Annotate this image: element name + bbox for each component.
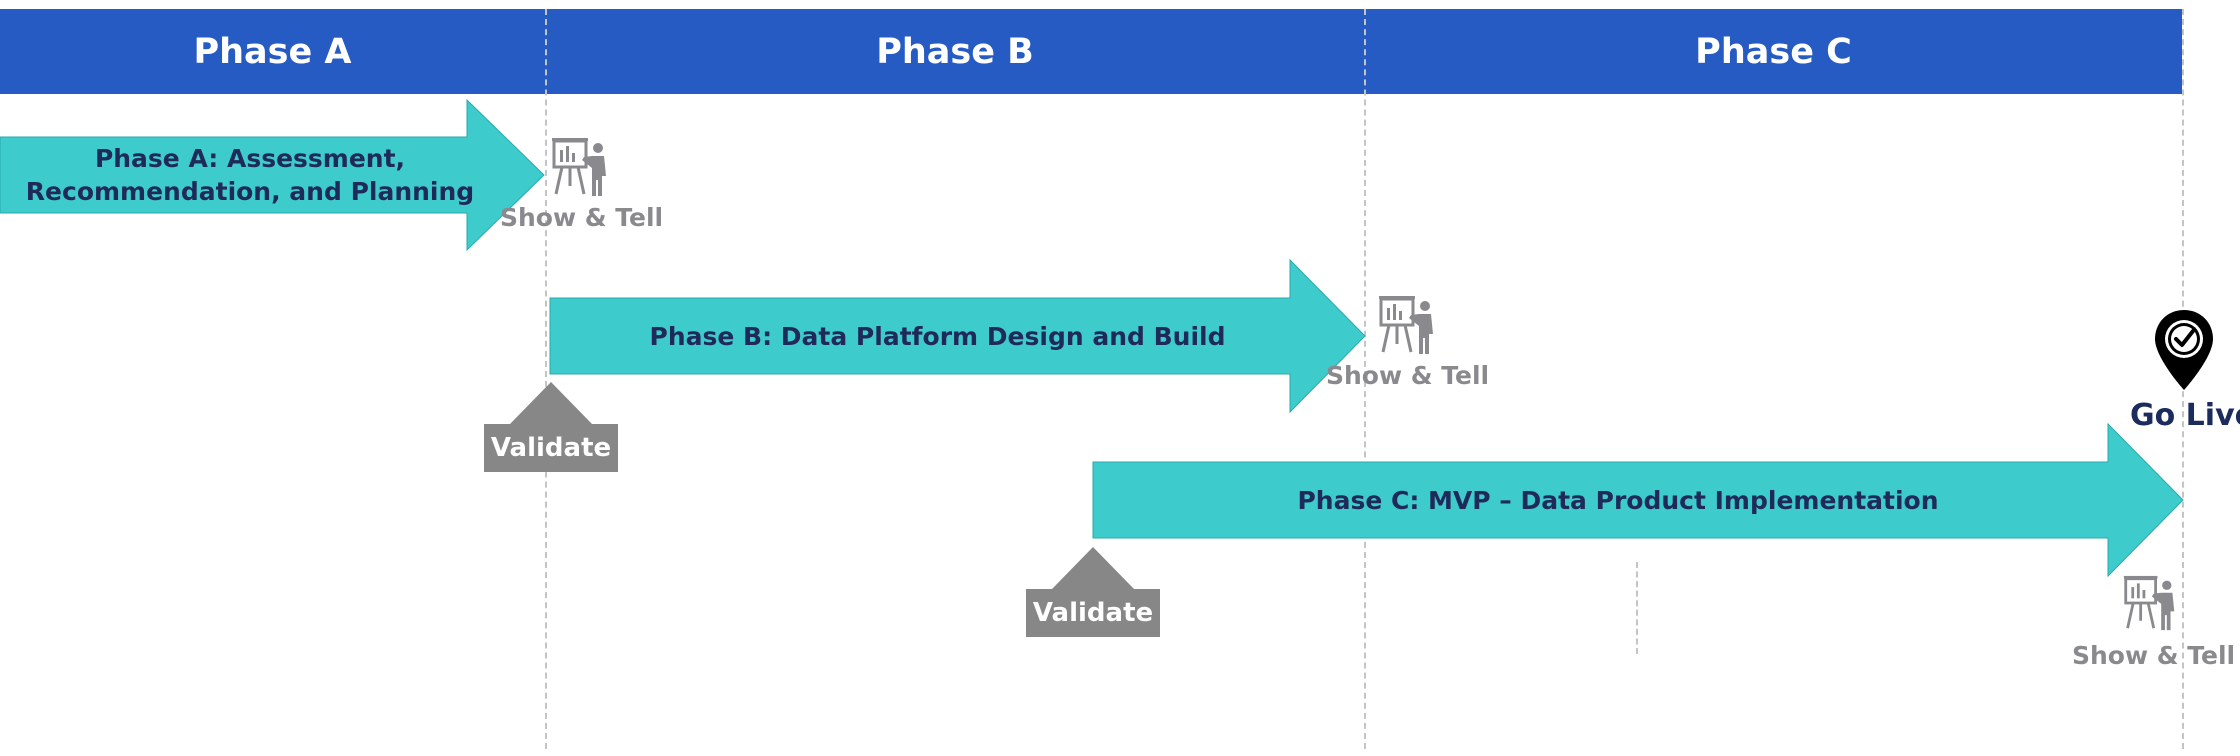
validate-c-label: Validate: [1032, 598, 1154, 628]
phase-a-arrow-label: Phase A: Assessment, Recommendation, and…: [0, 137, 500, 213]
presentation-board-icon: [2123, 575, 2175, 631]
phase-b-arrow-label: Phase B: Data Platform Design and Build: [649, 321, 1226, 351]
phase-c-header: Phase C: [1695, 31, 1852, 72]
presentation-board-icon: [1379, 296, 1433, 354]
divider-mid-c: [1636, 562, 1638, 654]
show-tell-b-label: Show & Tell: [1326, 361, 1490, 390]
presentation-board-icon: [552, 138, 606, 196]
validate-c-marker: Validate: [1026, 547, 1160, 637]
divider-b-c: [1364, 9, 1366, 749]
phase-b-header: Phase B: [876, 31, 1034, 72]
validate-b-triangle: [484, 382, 618, 472]
validate-c-triangle: [1026, 547, 1160, 637]
show-tell-c-label: Show & Tell: [2072, 641, 2236, 670]
validate-b-marker: Validate: [484, 382, 618, 472]
header-band: [0, 9, 2182, 94]
phase-c-arrow: [1092, 422, 2184, 578]
validate-b-label: Validate: [490, 433, 612, 463]
phase-a-arrow: [0, 98, 545, 252]
location-pin-check-icon: [2155, 310, 2213, 390]
divider-a-b: [545, 9, 547, 749]
show-tell-a-label: Show & Tell: [500, 203, 664, 232]
phase-a-header: Phase A: [193, 31, 352, 72]
go-live-label: Go Live: [2130, 398, 2240, 433]
phase-b-arrow: [549, 258, 1366, 414]
phase-c-arrow-label: Phase C: MVP – Data Product Implementati…: [1297, 485, 1939, 515]
phase-a-arrow-line2: Recommendation, and Planning: [25, 177, 475, 206]
phase-a-arrow-line1: Phase A: Assessment,: [94, 144, 406, 173]
